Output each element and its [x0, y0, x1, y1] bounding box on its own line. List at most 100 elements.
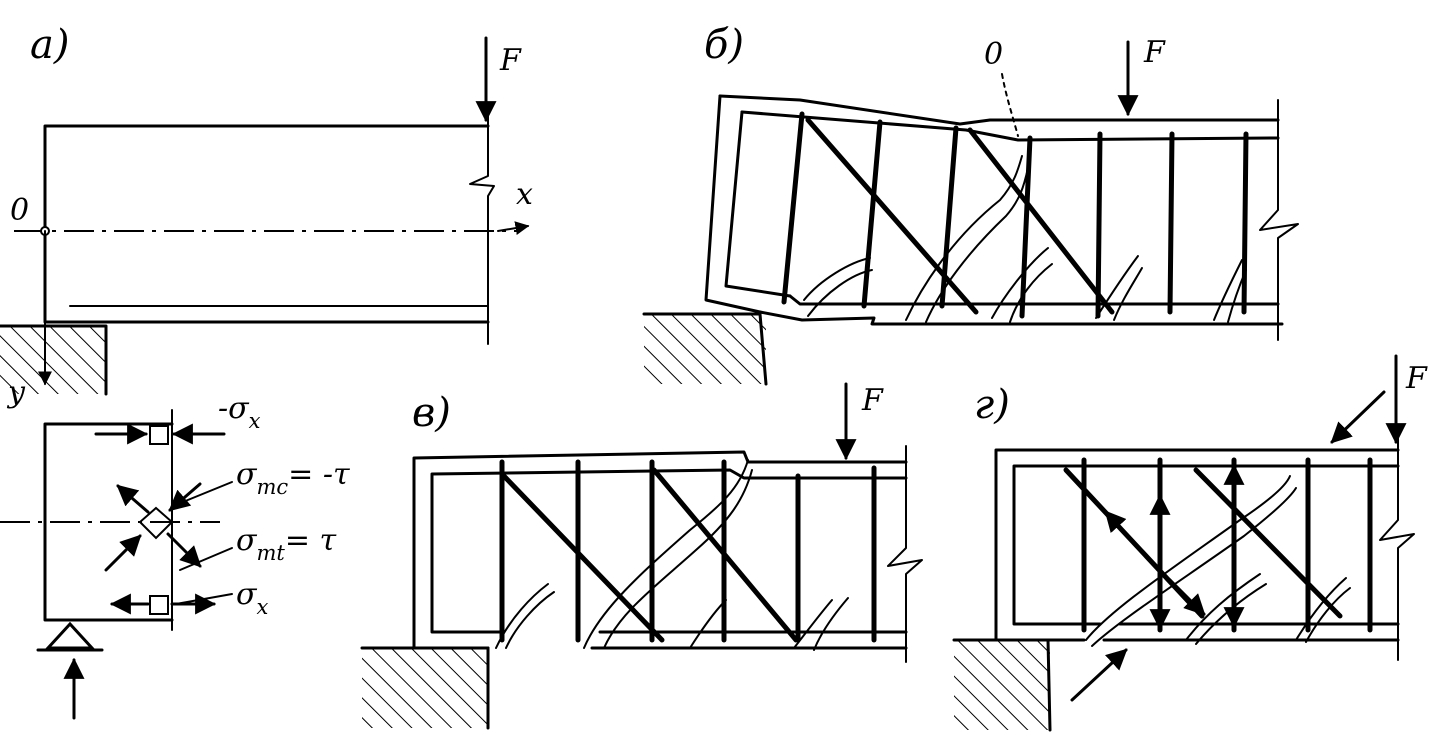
bent-bar — [651, 467, 799, 643]
sigma-x-label: σx — [236, 577, 268, 619]
crack — [1305, 587, 1351, 643]
stress-element-panel: -σx σmc= -τ σmt= τ σx — [0, 391, 350, 720]
bent-bar-tension-arrow-2 — [1168, 578, 1206, 616]
panel-v-label: в) — [412, 390, 451, 436]
beam-b-top-rebar — [740, 110, 1280, 142]
crack — [1295, 577, 1347, 641]
sigma-x-subscript: x — [256, 595, 268, 619]
principal-compression-arrow-bottom — [104, 534, 142, 572]
beam-v-break-line — [887, 445, 923, 663]
bent-bar — [499, 471, 665, 643]
bent-bar-tension-arrow — [1104, 510, 1142, 552]
support-v-hatch — [362, 648, 488, 728]
beam-b-bottom-rebar — [788, 294, 1280, 306]
stirrup — [1167, 131, 1175, 315]
leader-sigma-mc — [177, 481, 233, 505]
force-label-b: F — [1143, 35, 1166, 70]
crack — [1091, 487, 1297, 647]
point-o-label: 0 — [984, 37, 1003, 72]
beam-a-outline — [43, 124, 490, 324]
crack — [689, 599, 727, 649]
sigma-mc-label: σmc= -τ — [236, 457, 350, 499]
support-b-hatch — [644, 314, 766, 384]
sigma-mt-label: σmt= τ — [236, 523, 337, 565]
crack — [1085, 475, 1291, 641]
panel-a-label: а) — [30, 22, 69, 68]
beam-b-stirrups — [781, 111, 1249, 319]
support-g-edge — [952, 638, 1052, 732]
sigma-x-symbol: σ — [236, 577, 258, 612]
crack — [603, 469, 753, 649]
crack — [905, 155, 1023, 321]
neg-sigma-subscript: x — [249, 409, 261, 433]
x-axis-label: x — [516, 177, 533, 212]
panel-g: г) F — [952, 354, 1428, 732]
sigma-mt-symbol: σ — [236, 523, 258, 558]
inclined-compression-arrow-bottom — [1070, 648, 1128, 702]
origin-label: 0 — [10, 193, 29, 228]
support-b-edge — [642, 312, 768, 386]
pin-support — [44, 621, 96, 650]
bent-bar — [805, 117, 979, 315]
crack — [1113, 267, 1143, 321]
force-label-a: F — [499, 43, 522, 78]
top-stress-block — [149, 425, 169, 445]
beam-g-cracks — [1085, 475, 1351, 647]
beam-g-inner-rebar — [1012, 464, 1400, 626]
beam-b-left-rebar — [724, 110, 792, 298]
beam-g-break-line — [1379, 435, 1415, 661]
x-axis-arrow — [497, 221, 530, 235]
support-v-edge — [360, 646, 490, 730]
rotated-stress-element — [138, 506, 174, 540]
sigma-mc-symbol: σ — [236, 457, 258, 492]
sigma-mc-equation: = -τ — [288, 457, 350, 492]
leader-sigma-x — [175, 593, 233, 605]
bent-bar — [967, 127, 1115, 315]
support-a-hatch — [0, 326, 106, 394]
beam-a-break-line — [469, 109, 495, 345]
beam-b-break-line — [1259, 99, 1299, 341]
principal-compression-arrow-top — [168, 482, 202, 512]
inclined-compression-arrow-top — [1330, 390, 1386, 444]
sigma-mt-equation: = τ — [285, 523, 337, 558]
panel-a: а) 0 x y F — [0, 22, 533, 410]
sigma-mt-subscript: mt — [256, 541, 285, 565]
crack — [813, 597, 849, 651]
beam-b-top-outline — [718, 94, 1280, 126]
principal-tension-arrow-down — [166, 532, 202, 568]
point-o-leader — [1001, 73, 1019, 137]
beam-v-stirrups — [499, 459, 877, 643]
neg-sigma-symbol: -σ — [218, 391, 250, 426]
force-label-g: F — [1405, 361, 1428, 396]
stirrup — [1241, 131, 1249, 315]
crack — [1227, 269, 1247, 323]
stirrup — [861, 119, 883, 309]
stirrup — [1095, 131, 1103, 319]
crack — [793, 599, 833, 649]
crack — [1213, 259, 1243, 321]
support-g-hatch — [954, 640, 1050, 730]
crack — [495, 583, 549, 649]
crack — [1095, 255, 1139, 319]
force-label-v: F — [861, 383, 884, 418]
panel-b-label: б) — [704, 22, 744, 68]
crack — [1009, 263, 1053, 323]
beam-b-cracks — [803, 155, 1247, 323]
bent-bar — [1193, 467, 1343, 619]
support-a-edge — [0, 324, 108, 396]
crack — [583, 459, 749, 649]
sigma-mc-subscript: mc — [256, 475, 288, 499]
panel-v: в) F — [360, 382, 923, 730]
beam-b-left-outline — [704, 94, 762, 314]
crack — [925, 167, 1029, 323]
crack — [1195, 583, 1267, 645]
stirrup — [781, 111, 805, 305]
panel-b: б) 0 F — [642, 22, 1299, 386]
beam-v-inner-rebar — [430, 468, 908, 634]
principal-tension-arrow-up — [116, 484, 150, 514]
stress-element-outline — [43, 422, 174, 622]
beam-v-cracks — [495, 459, 849, 651]
crack — [505, 591, 555, 649]
crack — [991, 247, 1049, 319]
